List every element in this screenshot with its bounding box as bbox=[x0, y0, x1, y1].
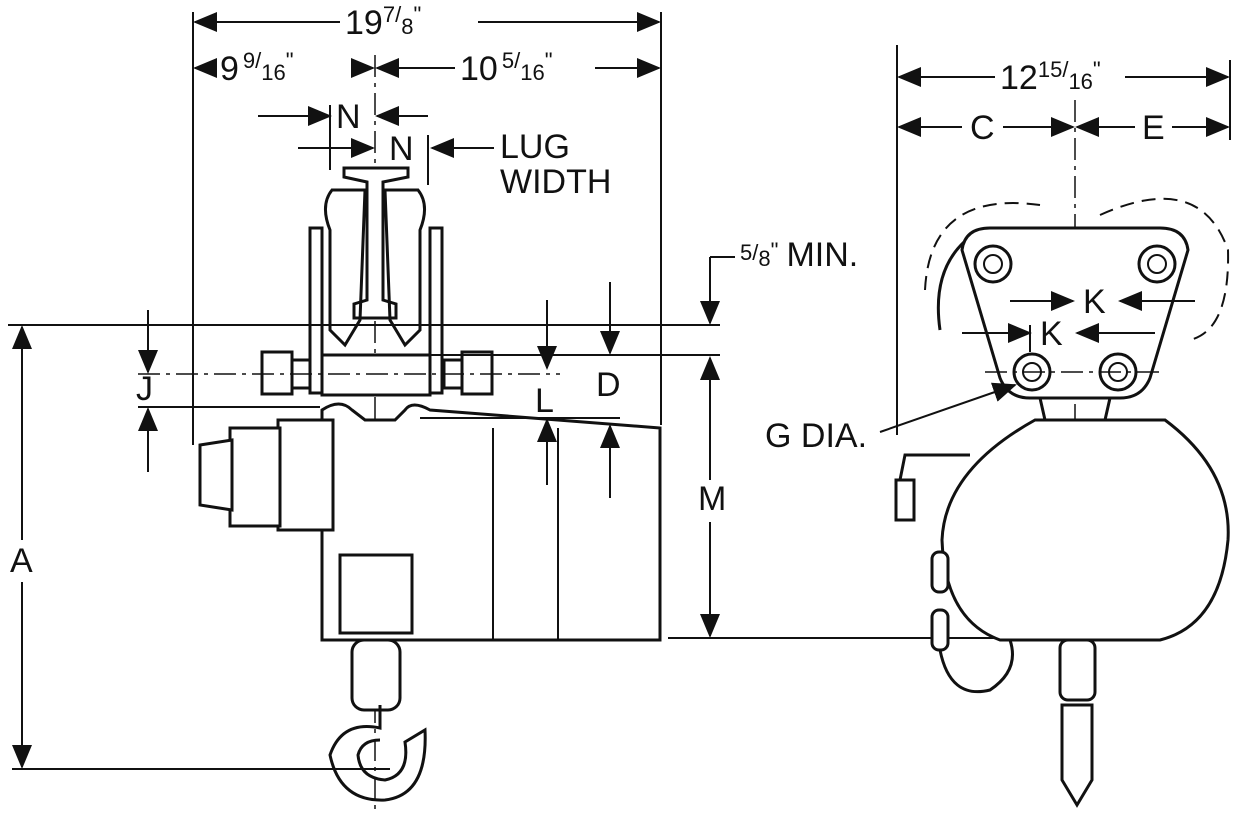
bolt-upper-right-inner bbox=[1147, 254, 1167, 274]
lug-width-label-line2: WIDTH bbox=[500, 163, 611, 201]
hook bbox=[328, 705, 427, 802]
trolley-wheel-right bbox=[383, 188, 426, 348]
hanger-links bbox=[1038, 397, 1112, 421]
k1-label: K bbox=[1083, 283, 1106, 321]
nut-left bbox=[260, 350, 294, 396]
bolt-upper-left-inner bbox=[983, 254, 1003, 274]
leader-g-dia bbox=[879, 382, 1017, 433]
d-label: D bbox=[596, 366, 621, 404]
n2-label: N bbox=[389, 130, 414, 168]
k2-label: K bbox=[1040, 315, 1063, 353]
wheel-outline-left bbox=[924, 202, 1041, 291]
nut-right bbox=[460, 350, 494, 396]
gear-housing bbox=[276, 418, 335, 532]
bolt-upper-right bbox=[1137, 244, 1177, 284]
trolley-side-plate bbox=[960, 226, 1190, 400]
overall-width-label: 197/8" bbox=[345, 2, 421, 42]
l-label: L bbox=[535, 382, 554, 420]
a-label: A bbox=[10, 542, 33, 580]
motor-end-cap bbox=[198, 438, 234, 512]
bolt-upper-left bbox=[973, 244, 1013, 284]
trolley-side-plate-left bbox=[308, 226, 324, 395]
trolley-side-plate-right bbox=[428, 226, 444, 395]
hook-block bbox=[338, 553, 414, 635]
hoist-body-side bbox=[940, 418, 1230, 642]
c-label: C bbox=[970, 109, 995, 147]
e-label: E bbox=[1142, 109, 1165, 147]
control-handle-grip bbox=[894, 478, 916, 522]
min-clearance-label: 5/8"MIN. bbox=[740, 236, 858, 274]
side-view: 1215/16" C E K K G DIA. bbox=[765, 45, 1231, 808]
g-dia-label: G DIA. bbox=[765, 417, 867, 455]
lug-width-label-line1: LUG bbox=[500, 128, 570, 166]
m-label: M bbox=[698, 480, 726, 518]
wheel-outline-right bbox=[1099, 197, 1230, 341]
i-beam bbox=[342, 166, 410, 320]
hook-side bbox=[1060, 703, 1094, 808]
chain-slack bbox=[938, 639, 1014, 694]
load-bar bbox=[320, 353, 432, 397]
chain-link-2 bbox=[930, 608, 950, 652]
hook-shank bbox=[350, 638, 402, 712]
motor-flange bbox=[228, 426, 282, 528]
hook-shank-side bbox=[1058, 638, 1097, 702]
side-width-label: 1215/16" bbox=[1000, 57, 1101, 97]
j-label: J bbox=[136, 370, 153, 408]
chain-link-1 bbox=[930, 550, 950, 594]
n1-label: N bbox=[336, 98, 361, 136]
trolley-wheel-left bbox=[324, 188, 367, 348]
